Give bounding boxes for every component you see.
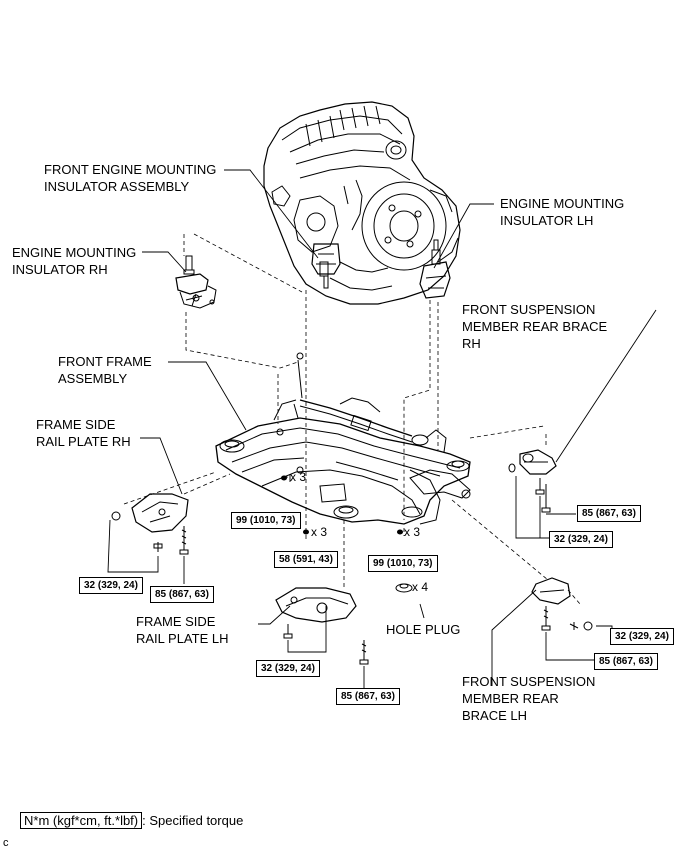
label-front-suspension-rear-brace-rh: FRONT SUSPENSION MEMBER REAR BRACE RH [462,302,608,351]
legend-box: N*m (kgf*cm, ft.*lbf) [20,812,143,829]
label-frame-side-rail-plate-rh: FRAME SIDE RAIL PLATE RH [36,417,131,449]
front-frame-drawing [215,352,471,525]
label-hole-plug: HOLE PLUG [386,622,461,637]
label-front-frame-assembly: FRONT FRAME ASSEMBLY [58,354,152,386]
rear-brace-rh-drawing [508,449,557,513]
leader-lines [107,169,657,688]
quantity-x4: x 4 [412,580,429,594]
torque-spec-box: 32 (329, 24) [79,577,143,594]
torque-spec-box: 85 (867, 63) [577,505,641,522]
torque-spec-box: 85 (867, 63) [594,653,658,670]
quantity-x3: x 3 [404,525,421,539]
torque-spec-box: 99 (1010, 73) [368,555,438,572]
engine-assembly-drawing [263,101,461,305]
torque-spec-box: 85 (867, 63) [150,586,214,603]
rear-brace-lh-drawing [531,577,593,631]
quantity-x3: x 3 [290,470,307,484]
alignment-dashed-lines [123,233,581,605]
label-engine-mounting-insulator-rh: ENGINE MOUNTING INSULATOR RH [12,245,137,277]
torque-spec-box: 58 (591, 43) [274,551,338,568]
quantity-x3: x 3 [311,525,328,539]
torque-spec-box: 32 (329, 24) [256,660,320,677]
label-engine-mounting-insulator-lh: ENGINE MOUNTING INSULATOR LH [500,196,625,228]
rail-plate-rh-drawing [111,493,189,555]
torque-spec-box: 32 (329, 24) [610,628,674,645]
torque-spec-box: 99 (1010, 73) [231,512,301,529]
label-frame-side-rail-plate-lh: FRAME SIDE RAIL PLATE LH [136,614,229,646]
rail-plate-lh-drawing [275,587,369,665]
corner-mark: c [3,837,9,849]
engine-mount-rh-drawing [175,255,217,309]
label-front-suspension-rear-brace-lh: FRONT SUSPENSION MEMBER REAR BRACE LH [462,674,596,723]
torque-legend: N*m (kgf*cm, ft.*lbf): Specified torque [20,812,244,829]
nut-markers [281,475,403,535]
label-front-engine-mounting-insulator: FRONT ENGINE MOUNTING INSULATOR ASSEMBLY [44,162,217,194]
hole-plug-drawing [395,583,413,593]
torque-spec-box: 85 (867, 63) [336,688,400,705]
torque-spec-box: 32 (329, 24) [549,531,613,548]
legend-text: : Specified torque [142,813,244,828]
